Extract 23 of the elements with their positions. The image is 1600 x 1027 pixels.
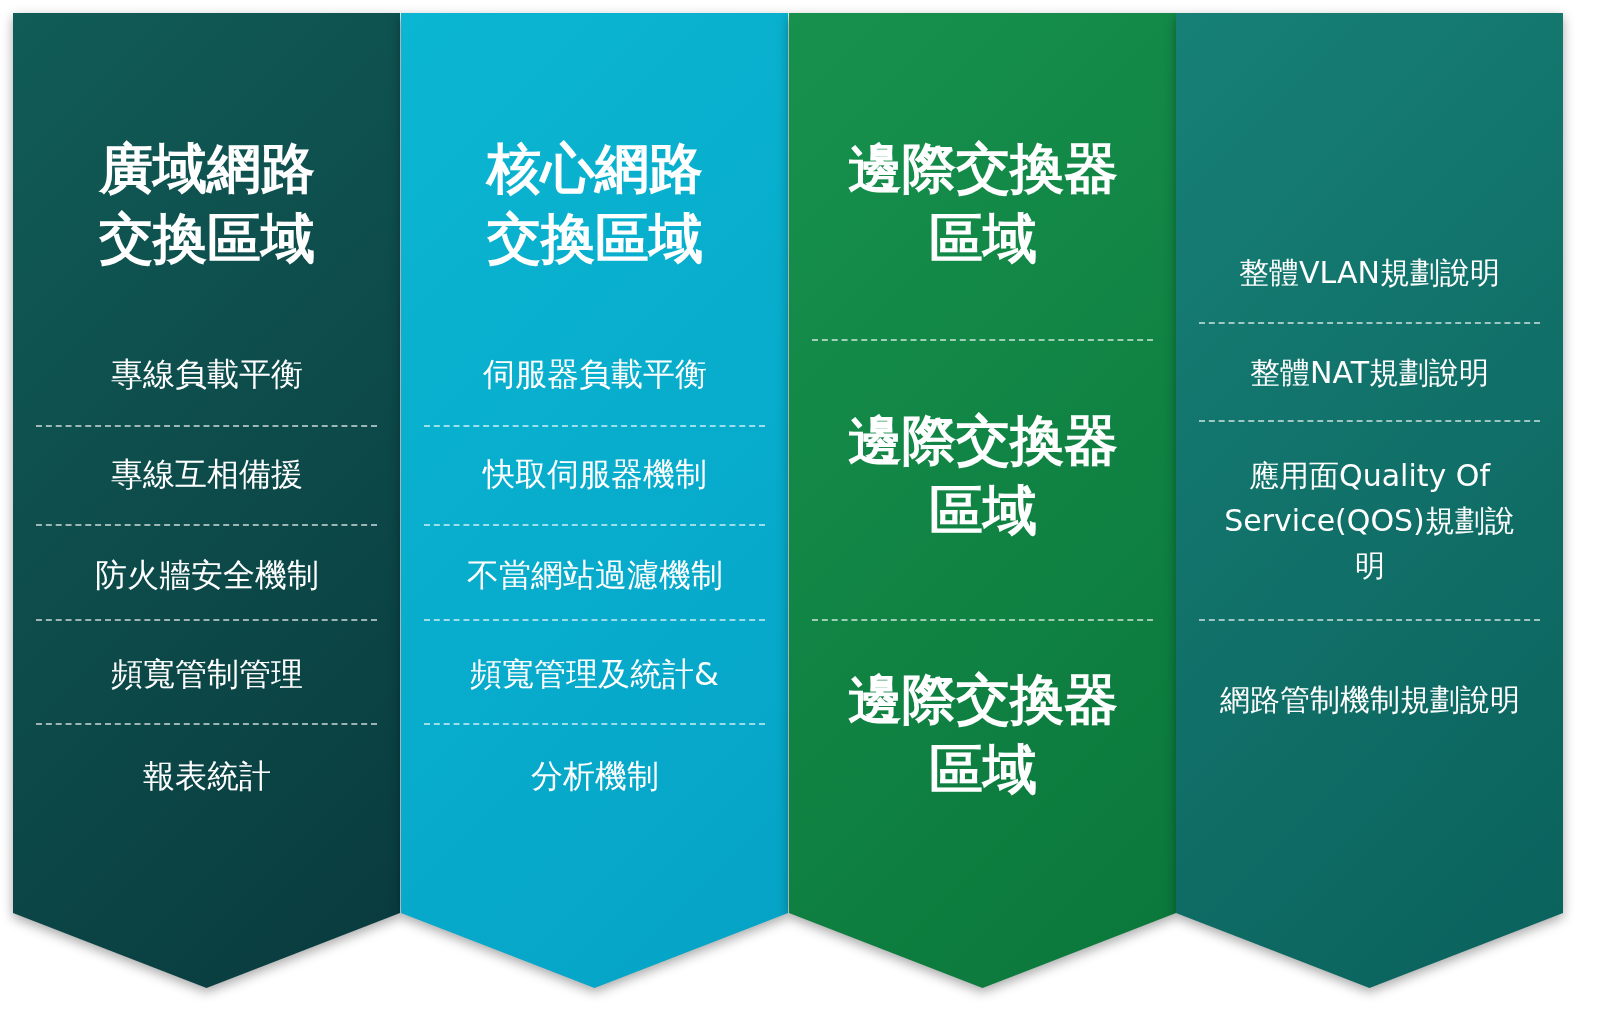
chevron-banner bbox=[401, 13, 788, 989]
item-text: 防火牆安全機制 bbox=[93, 555, 320, 597]
chevron-banner bbox=[1176, 13, 1563, 989]
item-text: 分析機制 bbox=[529, 756, 660, 798]
section-heading: 核心網路交換區域 bbox=[484, 135, 704, 272]
item-text: 專線互相備援 bbox=[109, 454, 304, 496]
item-text: 快取伺服器機制 bbox=[481, 454, 708, 496]
item-text: 專線負載平衡 bbox=[109, 354, 304, 396]
item-text: 網路管制機制規劃說明 bbox=[1218, 680, 1521, 719]
chevron-banner bbox=[13, 13, 400, 989]
section-heading: 邊際交換器區域 bbox=[846, 666, 1119, 803]
section-heading: 廣域網路交換區域 bbox=[97, 135, 316, 272]
section-heading: 邊際交換器區域 bbox=[846, 135, 1119, 272]
section-heading: 邊際交換器區域 bbox=[846, 407, 1119, 544]
item-text: 應用面Quality Of Service(QOS)規劃說明 bbox=[1223, 456, 1516, 585]
item-text: 整體VLAN規劃說明 bbox=[1238, 253, 1501, 292]
item-text: 報表統計 bbox=[141, 756, 272, 798]
chevron-banner bbox=[789, 13, 1176, 989]
item-text: 不當網站過濾機制 bbox=[465, 555, 724, 597]
item-text: 整體NAT規劃說明 bbox=[1249, 353, 1490, 392]
item-text: 伺服器負載平衡 bbox=[481, 354, 708, 396]
item-text: 頻寬管理及統計& bbox=[469, 654, 720, 696]
item-text: 頻寬管制管理 bbox=[109, 654, 304, 696]
